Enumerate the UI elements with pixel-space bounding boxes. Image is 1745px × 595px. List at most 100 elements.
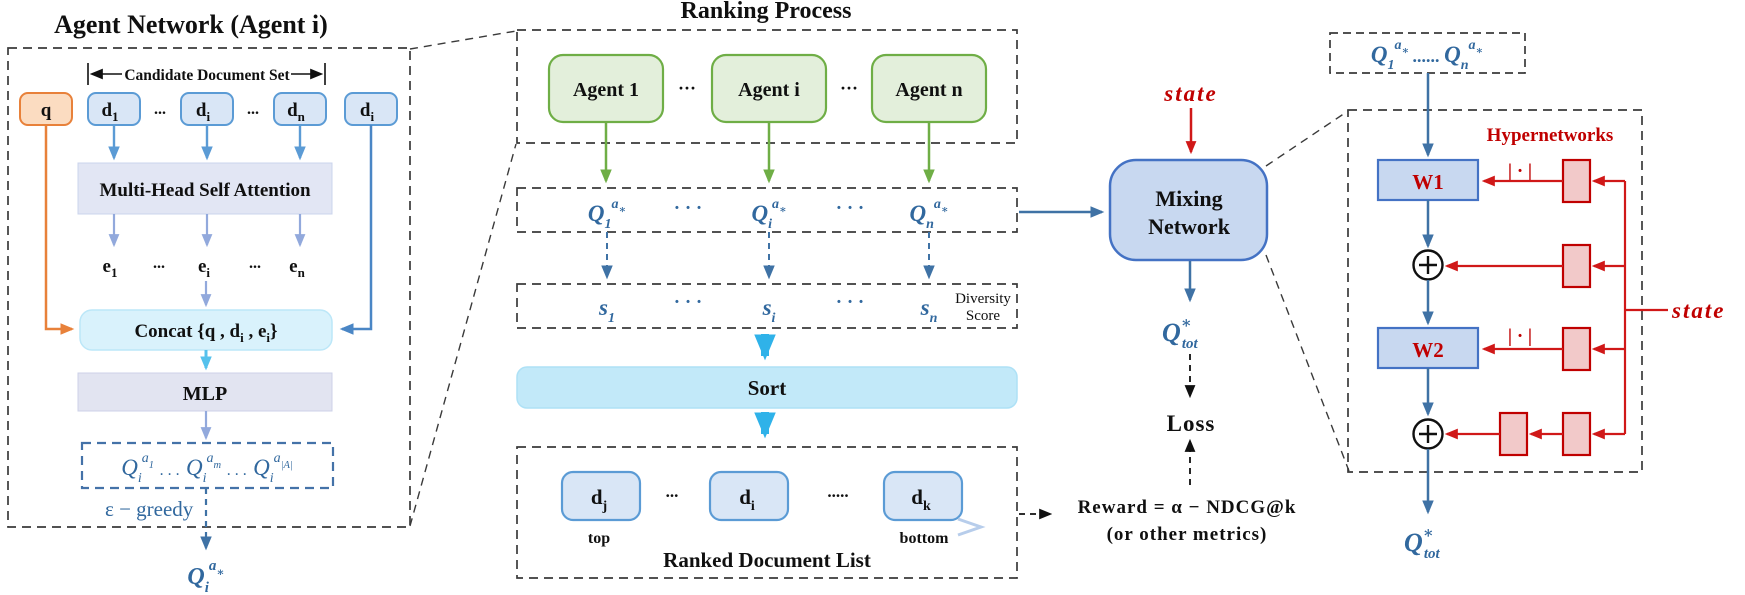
loss-label: Loss [1167,411,1216,436]
dots: ··· [678,78,696,98]
callout-lines [409,30,1350,527]
doc-box-di: di [180,92,234,126]
hypernet-block-4b [1561,411,1592,457]
mlp-box: MLP [77,372,333,412]
dots: · · · [674,198,703,219]
agent-network-title: Agent Network (Agent i) [54,10,328,39]
abs-operator-1: | · | [1508,161,1532,182]
qtot-label: Q∗tot [1162,315,1199,352]
agents-border [516,29,1018,144]
mixing-network-box: Mixing Network [1108,158,1269,262]
candidate-set-measure: Candidate Document Set [87,63,326,85]
ei-label: ei [198,256,210,280]
svg-text:di: di [196,100,211,124]
ranked-list-title: Ranked Document List [663,548,871,572]
si-label: si [762,295,776,326]
abs-operator-2: | · | [1508,326,1532,347]
rank-order-arrow-icon [957,517,986,537]
sum-node-2 [1412,418,1444,450]
ranked-doc-dj: dj [560,470,642,522]
reward-metrics-note: (or other metrics) [1107,524,1268,545]
sum-node-1 [1412,249,1444,281]
qi-label: Qia∗ [751,197,786,232]
en-label: en [289,256,305,280]
dots: · · · [836,198,865,219]
callout-left-bottom [409,143,517,527]
agent-n-box: Agent n [870,53,988,124]
svg-text:dn: dn [287,100,306,124]
hypernet-block-4a [1498,411,1529,457]
qtot-output-label: Q∗tot [1404,525,1441,562]
mhsa-label: Multi-Head Self Attention [99,180,311,201]
svg-text:dk: dk [911,485,931,514]
hypernetwork-panel: Q1a∗......Qna∗ Hypernetworks W1 W2 Q∗tot [1329,32,1725,562]
diversity-score-label2: Score [966,308,1000,324]
w2-box: W2 [1376,326,1480,370]
svg-text:Q1a∗......Qna∗: Q1a∗......Qna∗ [1371,38,1483,73]
w1-box: W1 [1376,158,1480,202]
dots: · · · [674,292,703,313]
state-label: state [1163,81,1217,106]
state-label-right: state [1671,298,1725,323]
mlp-label: MLP [183,383,227,405]
mixing-section: state Mixing Network Q∗tot Loss Reward =… [1019,81,1297,545]
hypernetwork-border [1347,109,1643,473]
ranked-doc-di: di [708,470,790,522]
svg-text:W2: W2 [1412,338,1444,362]
arrow-q-concat [44,125,75,335]
svg-text:di: di [739,485,755,514]
agent-1-box: Agent 1 [547,53,665,124]
svg-text:Network: Network [1148,214,1231,239]
candidate-set-label: Candidate Document Set [124,67,290,84]
concat-box: Concat {q , di , ei} [79,309,333,351]
e1-label: e1 [103,256,118,280]
callout-mixing-top [1265,110,1349,167]
epsilon-greedy-label: ε − greedy [105,497,194,521]
query-label: q [41,100,52,121]
ranking-process-title: Ranking Process [681,0,852,24]
svg-text:Mixing: Mixing [1155,186,1222,211]
sort-bar: Sort [516,366,1018,409]
q1-label: Q1a∗ [588,197,626,232]
svg-text:Agent n: Agent n [895,79,962,101]
callout-left-top [409,30,517,50]
mhsa-box: Multi-Head Self Attention [77,162,333,215]
callout-mixing-bottom [1265,254,1350,472]
hypernet-block-3 [1561,326,1592,372]
svg-text:Agent 1: Agent 1 [573,79,639,101]
dots: ..... [827,482,848,501]
ranked-list-box: dj ... di ..... dk top bottom Ranked Doc… [516,446,1018,579]
agent-network-border [7,47,411,528]
score-row-box: s1 · · · si · · · sn Diversity Score [516,283,1018,329]
arrow-di-side-concat [339,125,373,335]
sn-label: sn [920,295,938,326]
top-label: top [588,530,610,547]
dots: ··· [840,78,858,98]
dots: ... [666,482,679,501]
q-values-box: Qia1. . .Qiam. . .Qia|A| [80,441,335,490]
svg-text:di: di [360,100,375,124]
dots: · · · [836,292,865,313]
doc-box-d1: d1 [87,92,141,126]
s1-label: s1 [598,295,615,326]
bottom-label: bottom [900,530,950,547]
agent-i-box: Agent i [710,53,828,124]
doc-box-dn: dn [273,92,327,126]
dots: ... [154,101,166,118]
query-box: q [19,92,73,126]
agent-network-panel: Agent Network (Agent i) Candidate Docume… [7,10,411,595]
qn-label: Qna∗ [909,197,948,232]
dots: ... [247,101,259,118]
ranked-doc-dk: dk [882,470,964,522]
diversity-score-label: Diversity [955,291,1011,307]
concat-label: Concat {q , di , ei} [134,321,277,345]
hypernet-block-1 [1561,158,1592,204]
svg-text:dj: dj [591,485,607,514]
dots: ... [249,255,261,272]
agent-q-output-label: Qia∗ [187,558,224,595]
reward-formula: Reward = α − NDCG@k [1078,497,1297,518]
dots: ... [153,255,165,272]
svg-text:Agent i: Agent i [738,79,800,101]
